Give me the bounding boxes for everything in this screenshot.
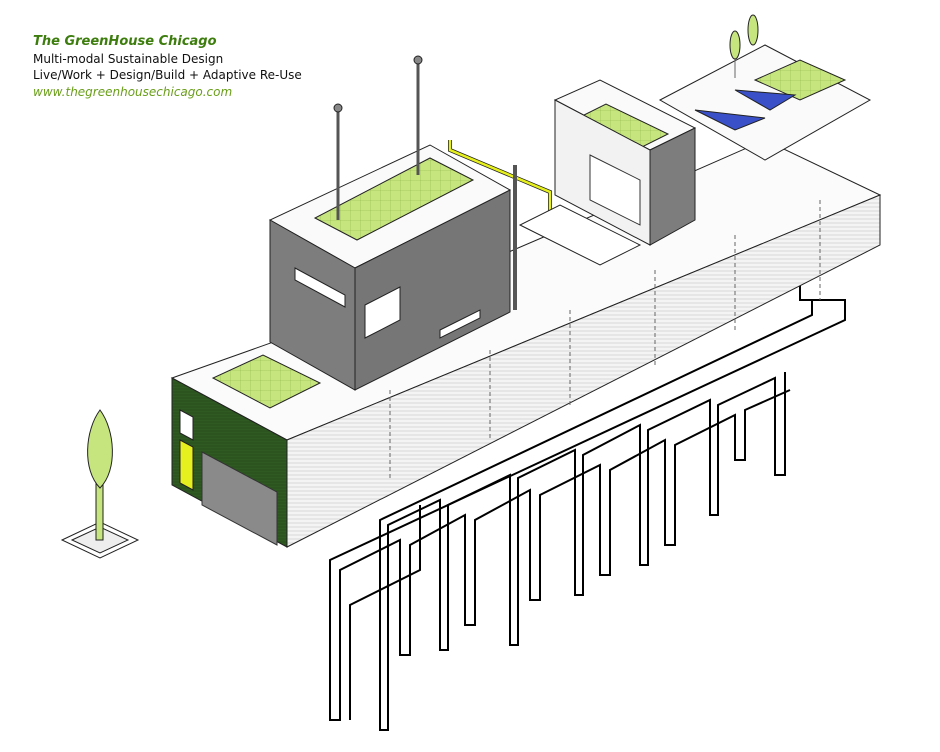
yellow-entry-door [179,439,194,491]
tall-gray-block [268,55,512,391]
window [364,286,401,339]
rear-block [658,14,872,161]
project-title: The GreenHouse Chicago [33,34,217,49]
window [439,309,481,339]
front-window [179,409,194,441]
front-green-roof [211,354,322,409]
website-link[interactable]: www.thegreenhousechicago.com [33,84,233,99]
gray-block-green-roof [313,157,475,241]
rear-green-roof [753,59,847,101]
garage-door [201,451,278,546]
solar-panel [734,89,797,111]
rooftop-tree [729,30,741,60]
glass-door [589,154,641,226]
geothermal-loop-pipes [329,270,846,731]
solar-panel [694,109,766,131]
rooftop-tree [747,14,759,46]
caption-block: The GreenHouse Chicago Multi-modal Susta… [33,34,302,100]
subtitle-line-1: Multi-modal Sustainable Design [33,51,224,66]
middle-block [518,79,697,266]
street-tree-planter [60,409,140,559]
courtyard [518,204,642,266]
subtitle-line-2: Live/Work + Design/Build + Adaptive Re-U… [33,68,302,82]
window [294,267,346,308]
